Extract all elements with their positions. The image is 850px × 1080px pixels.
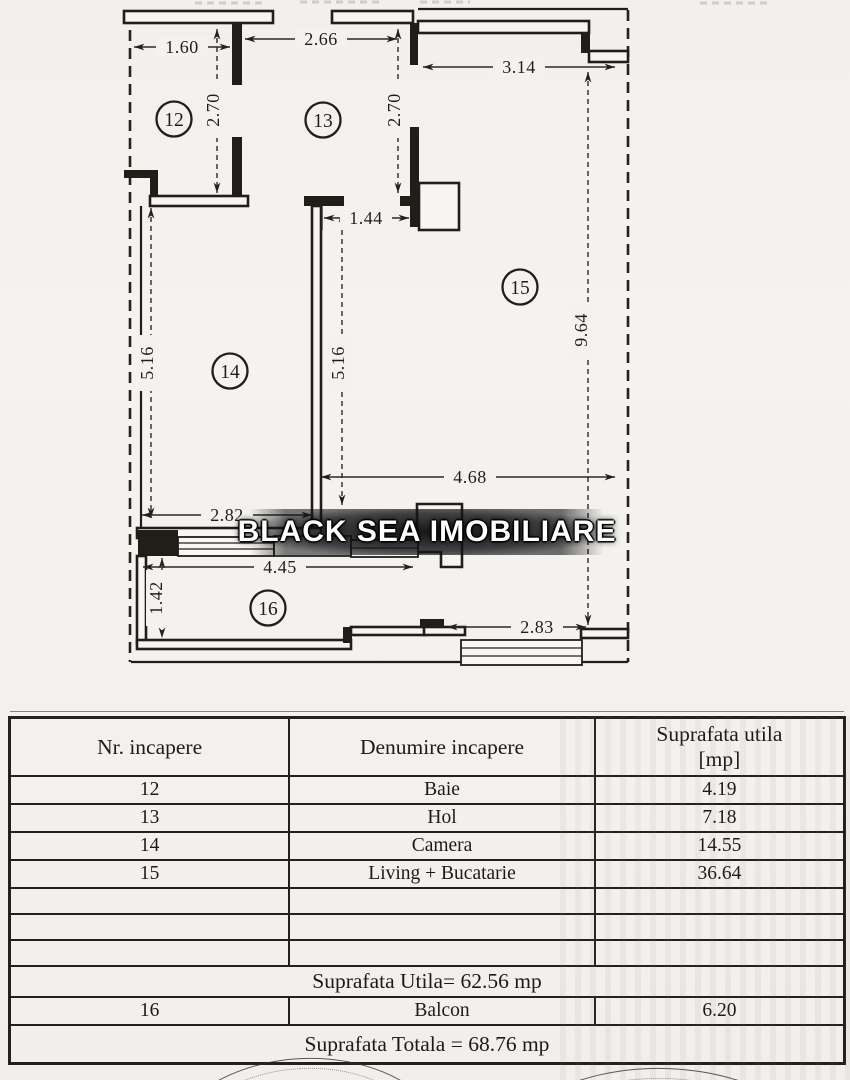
watermark: BLACK SEA IMOBILIARE (238, 509, 615, 555)
room-circle-14: 14 (211, 352, 249, 390)
cell-room-name: Balcon (288, 996, 596, 1026)
table-row-empty (8, 913, 846, 941)
room-number: 14 (220, 362, 240, 383)
col-header-nr-incapere: Nr. incapere (8, 716, 291, 777)
dim-room14-height-left: 5.16 (137, 346, 157, 380)
cell-room-nr: 16 (8, 996, 291, 1026)
empty-cell (593, 913, 846, 941)
cell-room-area: 14.55 (593, 831, 846, 861)
room-circle-12: 12 (155, 100, 193, 138)
empty-cell (8, 913, 291, 941)
area-table-container: Nr. incapere Denumire incapere Suprafata… (8, 711, 846, 1065)
cell-room-name: Camera (288, 831, 596, 861)
floor-plan: 1.60 2.66 3.14 2.70 2.70 1.44 5.16 5.16 … (122, 0, 772, 666)
floor-plan-drawing: 1.60 2.66 3.14 2.70 2.70 1.44 5.16 5.16 … (122, 0, 772, 666)
cell-room-name: Living + Bucatarie (288, 859, 596, 889)
empty-cell (8, 939, 291, 967)
empty-cell (288, 939, 596, 967)
room-number: 16 (258, 599, 278, 620)
table-row: 14 Camera 14.55 (8, 831, 846, 861)
cell-room-nr: 14 (8, 831, 291, 861)
col-header-denumire-incapere: Denumire incapere (288, 716, 596, 777)
table-header-row: Nr. incapere Denumire incapere Suprafata… (8, 716, 846, 777)
cell-room-area: 4.19 (593, 775, 846, 805)
table-row: 15 Living + Bucatarie 36.64 (8, 859, 846, 889)
dim-top-left: 1.60 (165, 37, 199, 57)
subtotal-useful-area: Suprafata Utila= 62.56 mp (8, 965, 846, 998)
dim-room12-height: 2.70 (203, 93, 223, 127)
col-header-suprafata-line1: Suprafata utila (656, 722, 783, 747)
dim-top-mid: 2.66 (304, 29, 338, 49)
room-number: 12 (164, 110, 184, 131)
table-row: 13 Hol 7.18 (8, 803, 846, 833)
table-row: 12 Baie 4.19 (8, 775, 846, 805)
dim-balcony-right-width: 2.83 (520, 617, 554, 637)
dim-room15-height: 9.64 (571, 313, 591, 347)
cell-room-area: 36.64 (593, 859, 846, 889)
room-circle-16: 16 (249, 589, 287, 627)
table-row-subtotal: Suprafata Utila= 62.56 mp (8, 965, 846, 998)
empty-cell (593, 939, 846, 967)
total-area: Suprafata Totala = 68.76 mp (8, 1024, 846, 1065)
col-header-suprafata-utila: Suprafata utila [mp] (593, 716, 846, 777)
dim-balcony-height: 1.42 (146, 581, 166, 615)
cell-room-nr: 13 (8, 803, 291, 833)
cell-room-area: 7.18 (593, 803, 846, 833)
room-number: 15 (510, 278, 530, 299)
empty-cell (8, 887, 291, 915)
dim-room14-height-right: 5.16 (328, 346, 348, 380)
table-row-empty (8, 887, 846, 915)
cell-room-nr: 15 (8, 859, 291, 889)
cell-room-nr: 12 (8, 775, 291, 805)
room-circle-13: 13 (304, 101, 342, 139)
dim-balcony-width: 4.45 (263, 557, 297, 577)
room-labels: 12 13 14 15 16 (155, 100, 539, 627)
table-row-empty (8, 939, 846, 967)
dim-top-right: 3.14 (502, 57, 536, 77)
table-row-total: Suprafata Totala = 68.76 mp (8, 1024, 846, 1065)
scan-artifacts (195, 0, 772, 5)
outer-boundary (128, 7, 630, 664)
col-header-suprafata-unit: [mp] (698, 747, 741, 771)
cell-room-name: Hol (288, 803, 596, 833)
dim-room15-width: 4.68 (453, 467, 487, 487)
empty-cell (288, 887, 596, 915)
room-number: 13 (313, 111, 333, 132)
dim-room14-width: 2.82 (210, 505, 244, 525)
empty-cell (593, 887, 846, 915)
empty-cell (288, 913, 596, 941)
table-row-balcony: 16 Balcon 6.20 (8, 996, 846, 1026)
cell-room-area: 6.20 (593, 996, 846, 1026)
dim-room13-height: 2.70 (384, 93, 404, 127)
room-circle-15: 15 (501, 268, 539, 306)
area-table: Nr. incapere Denumire incapere Suprafata… (8, 716, 846, 1065)
cell-room-name: Baie (288, 775, 596, 805)
dimension-labels: 1.60 2.66 3.14 2.70 2.70 1.44 5.16 5.16 … (137, 29, 591, 637)
dim-passage: 1.44 (349, 208, 383, 228)
